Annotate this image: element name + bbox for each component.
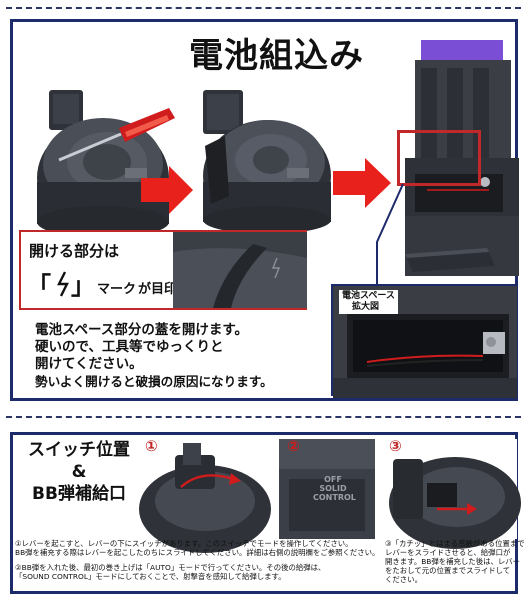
zoom-label: 電池スペース 拡大図 [339, 290, 398, 314]
note3-line-3: 開きます。BB弾を補充した後は、レバー [385, 557, 521, 566]
switch-label: OFF SOLID CONTROL [313, 475, 356, 502]
note2-line-2: 「SOUND CONTROL」モードにしておくことで、射撃音を感知して給弾します… [15, 572, 286, 581]
top-dashed-divider [6, 7, 521, 9]
note-mark-suffix: マーク [97, 282, 137, 297]
step2-switch-photo [279, 439, 375, 539]
battery-install-panel: 電池組込み [10, 19, 519, 401]
battery-lid-piece [405, 248, 495, 272]
step-notes-left: ①レバーを起こすと、レバーの下にスイッチがあります。このスイッチでモードを操作し… [15, 539, 380, 581]
battery-zoom-box: 電池スペース 拡大図 [331, 284, 517, 398]
switch-solid-text: SOLID [319, 484, 347, 493]
note-mark-end: が目印 [138, 282, 178, 297]
note3-line-2: レバーをスライドさせると、給弾口が [385, 548, 511, 557]
note1-line-1: ①レバーを起こすと、レバーの下にスイッチがあります。このスイッチでモードを操作し… [15, 539, 353, 548]
zoom-label-line-1: 電池スペース [342, 291, 395, 301]
lightning-mark-icon [57, 271, 69, 297]
desc-line-1: 電池スペース部分の蓋を開けます。 [35, 322, 249, 338]
note-bracket-close: 」 [71, 272, 95, 300]
zoom-label-line-2: 拡大図 [352, 302, 380, 312]
step1-lever-photo [139, 439, 273, 553]
middle-dashed-divider [6, 416, 521, 418]
battery-area-highlight [397, 130, 481, 186]
bottom-title-line-2: & [71, 462, 87, 482]
step-2-number: ② [287, 437, 300, 455]
desc-line-3: 開けてください。 [35, 356, 143, 372]
arrow-right-icon [141, 166, 193, 214]
screwdriver-icon [58, 108, 175, 162]
note3-line-5: ください。 [385, 575, 422, 584]
step-notes-right: ③「カチッ」とはまる感触がある位置まで レバーをスライドさせると、給弾口が 開き… [385, 539, 525, 584]
lightning-mark-closeup [173, 232, 307, 308]
battery-description: 電池スペース部分の蓋を開けます。 硬いので、工具等でゆっくりと 開けてください。… [35, 322, 327, 390]
step-3-number: ③ [389, 437, 402, 455]
step-1-number: ① [145, 437, 158, 455]
step3-feed-port-photo [381, 439, 521, 549]
switch-control-text: CONTROL [313, 493, 356, 502]
lightning-mark-note: 開ける部分は 「 」 マーク が目印 [19, 230, 307, 310]
bottom-title: スイッチ位置 & BB弾補給口 [15, 439, 143, 505]
note3-line-1: ③「カチッ」とはまる感触がある位置まで [385, 539, 525, 548]
note3-line-4: をたおして元の位置までスライドして [385, 566, 511, 575]
note-bracket-open: 「 [27, 272, 51, 300]
note2-line-1: ②BB弾を入れた後、最初の巻き上げは「AUTO」モードで行ってください。その後の… [15, 563, 326, 572]
switch-off-text: OFF [324, 475, 342, 484]
arrow-right-icon-2 [333, 158, 391, 208]
zoom-pointer-line [376, 183, 404, 290]
bottom-title-line-1: スイッチ位置 [28, 440, 130, 460]
drum-photo-lid-open [203, 90, 331, 234]
drum-photo-with-screwdriver [37, 90, 175, 238]
note-line-1: 開ける部分は [29, 242, 120, 260]
switch-and-feed-panel: スイッチ位置 & BB弾補給口 ① OFF SOLID CONTROL ② ③ [10, 432, 525, 594]
note1-line-2: BB弾を補充する際はレバーを起こしたのちにスライドしてください。詳細は右側の説明… [15, 548, 380, 557]
desc-line-4: 勢いよく開けると破損の原因になります。 [35, 374, 273, 389]
magazine-photo [405, 40, 519, 276]
desc-line-2: 硬いので、工具等でゆっくりと [35, 339, 224, 355]
bottom-title-line-3: BB弾補給口 [32, 484, 126, 504]
panel-title: 電池組込み [189, 36, 364, 76]
